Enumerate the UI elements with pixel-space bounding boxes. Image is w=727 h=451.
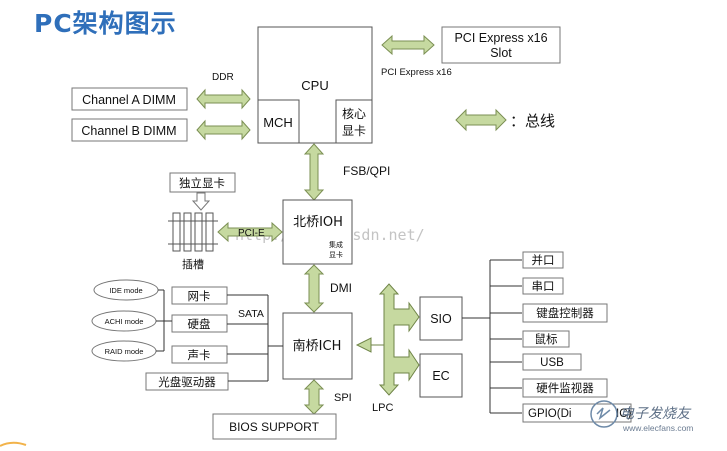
keyboard-controller-box [522,303,608,323]
core-gpu-label-1: 核心 [342,107,366,121]
mouse-box [522,330,570,348]
ide-mode-label: IDE mode [109,286,142,295]
core-gpu-box [335,99,373,144]
cpu-label: CPU [301,78,328,93]
corner-swoosh [0,441,27,447]
sio-box [419,296,463,341]
ddr-label: DDR [212,72,234,83]
channel-a-box [71,87,188,111]
pcie-slot-box [441,26,561,64]
lpc-label: LPC [372,402,393,414]
discrete-gpu-label: 独立显卡 [179,176,225,190]
mch-label: MCH [263,115,293,130]
north-bridge-gpu-1: 集成 [329,240,343,249]
pcie-x16-bus-arrow [381,34,435,56]
south-bridge-label: 南桥ICH [293,338,342,354]
disk-mode-wiring [156,289,172,352]
raid-mode-label: RAID mode [105,347,144,356]
ddr-a-bus-arrow [196,88,251,110]
optical-drive-label: 光盘驱动器 [158,375,216,389]
serial-port-label: 串口 [532,279,555,293]
lpc-bus-arrow [355,283,420,396]
usb-box [522,353,582,371]
sata-label: SATA [238,308,264,320]
hdd-label: 硬盘 [188,317,211,331]
core-gpu-label-2: 显卡 [342,124,366,138]
pcie-slot-line2: Slot [490,46,512,60]
serial-port-box [522,277,564,295]
dmi-label: DMI [330,281,352,295]
fsb-bus-arrow [303,143,325,201]
ec-label: EC [432,369,449,383]
sound-label: 声卡 [188,348,211,362]
channel-b-box [71,118,188,142]
ddr-b-bus-arrow [196,119,251,141]
page-title: PC架构图示 [34,9,177,38]
install-arrow-icon [191,192,211,211]
hw-monitor-label: 硬件监视器 [536,381,594,395]
pcie-label: PCI-E [238,228,265,239]
legend-label: ：总线 [510,112,555,130]
dmi-bus-arrow [303,264,325,313]
pcie-slot-line1: PCI Express x16 [454,31,547,45]
achi-mode-label: ACHI mode [105,317,144,326]
bios-label: BIOS SUPPORT [229,420,319,434]
corner-logo-text: 电子发烧友 [620,406,692,422]
sio-label: SIO [430,312,452,326]
gpio-label-tail: IC) [616,408,632,420]
usb-label: USB [540,357,564,369]
parallel-port-box [522,251,564,269]
south-bridge-box [282,312,353,380]
discrete-gpu-box [169,172,236,193]
north-bridge-gpu-2: 显卡 [329,250,343,259]
mouse-label: 鼠标 [535,332,558,346]
channel-b-label: Channel B DIMM [81,124,176,138]
corner-url-text: www.elecfans.com [622,423,693,433]
mch-box [257,99,300,144]
legend-bus-icon [455,108,507,132]
hw-monitor-box [522,378,608,398]
channel-a-label: Channel A DIMM [82,93,176,107]
gpio-label: GPIO(Di [528,408,571,420]
south-device-wiring [227,294,283,382]
ec-box [419,353,463,398]
spi-bus-arrow [303,379,325,415]
pcie-link-label: PCI Express x16 [381,67,452,78]
bios-box [212,413,337,440]
north-bridge-box [282,199,353,265]
pcie-bus-arrow [217,221,283,243]
nic-label: 网卡 [188,289,211,303]
keyboard-controller-label: 键盘控制器 [536,306,594,320]
gpio-box [522,403,632,423]
spi-label: SPI [334,392,352,404]
slot-label: 插槽 [182,257,204,271]
sio-device-wiring [462,259,522,414]
parallel-port-label: 并口 [532,253,555,267]
north-bridge-label: 北桥IOH [293,215,343,230]
expansion-slots [168,212,218,252]
fsb-label: FSB/QPI [343,164,390,178]
elecfans-logo: 电子发烧友 www.elecfans.com [590,400,693,433]
